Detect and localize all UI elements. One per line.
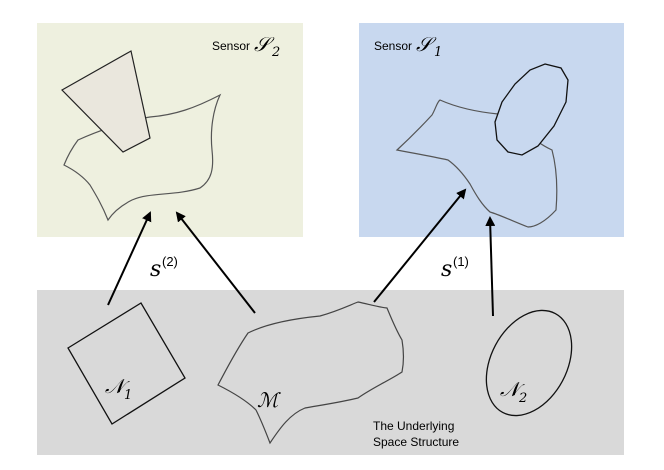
arrow-n2-to-s1	[485, 216, 496, 317]
sensor-2-background	[37, 23, 303, 237]
s2-map-symbol: s	[150, 257, 161, 282]
projected-n2-shape	[494, 63, 569, 156]
n1-subscript: 1	[124, 388, 132, 403]
n2-shape	[485, 309, 573, 417]
projected-manifold-shape-s2	[63, 93, 222, 222]
manifold-m-shape	[217, 301, 405, 445]
sensor-1-background	[359, 23, 624, 237]
sensor-2-word: Sensor	[212, 39, 250, 53]
arrow-n1-to-s2	[107, 211, 152, 306]
s1-map-symbol: s	[441, 257, 452, 282]
n2-subscript: 2	[518, 391, 527, 406]
underlying-space-label-line1: The Underlying	[373, 419, 454, 433]
s1-map-superscript: (1)	[453, 254, 469, 269]
sensor-1-panel: Sensor 𝒮 1	[359, 23, 624, 237]
underlying-space-label-line2: Space Structure	[373, 435, 459, 449]
sensor-1-word: Sensor	[374, 39, 412, 53]
manifold-m-symbol: ℳ	[257, 388, 281, 412]
projected-manifold-shape-s1	[395, 99, 558, 228]
sensor-2-panel: Sensor 𝒮 2	[37, 23, 303, 237]
s2-map-superscript: (2)	[162, 254, 178, 269]
mapping-labels: s (2) s (1)	[150, 254, 469, 282]
underlying-space-panel: 𝒩 1 ℳ 𝒩 2 The Underlying Space Structure	[37, 290, 624, 455]
underlying-space-background	[37, 290, 624, 455]
arrow-m-to-s1	[373, 188, 467, 303]
mapping-arrows	[107, 188, 496, 317]
projected-n1-shape	[61, 50, 151, 153]
arrow-m-to-s2	[175, 211, 256, 314]
sensor-1-subscript: 1	[434, 45, 442, 60]
sensor-2-subscript: 2	[271, 45, 280, 60]
n1-shape	[67, 302, 186, 425]
